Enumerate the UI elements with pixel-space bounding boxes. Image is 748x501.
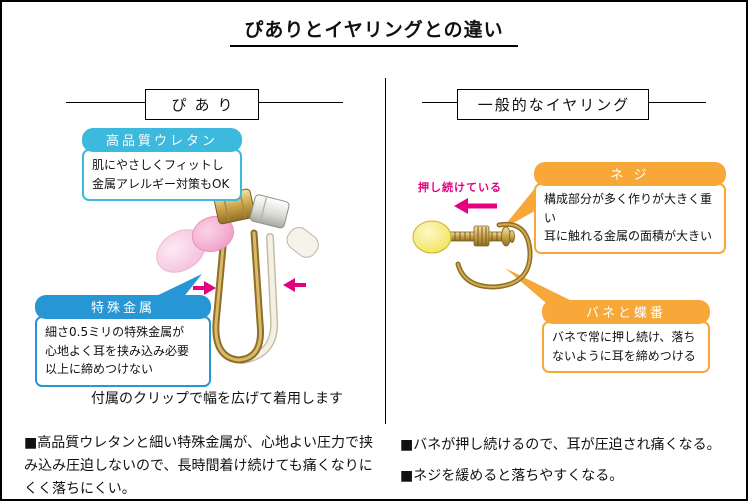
callout-screw-line1: 構成部分が多く作りが大きく重い	[544, 192, 713, 225]
right-summary-bullet-2: ■ネジを緩めると落ちやすくなる。	[400, 468, 624, 485]
right-summary-bullet-1: ■バネが押し続けるので、耳が圧迫され痛くなる。	[400, 437, 721, 453]
earring-illustration	[412, 198, 533, 290]
callout-urethane-title: 高品質ウレタン	[82, 128, 242, 152]
push-arrow-icon	[454, 198, 497, 214]
left-summary-bullet: ■高品質ウレタンと細い特殊金属が、心地よい圧力で挟み込み圧迫しないので、長時間着…	[24, 435, 373, 498]
clamp-arrow-left-icon	[193, 281, 216, 295]
callout-spring-body: バネで常に押し続け、落ち ないように耳を締めつける	[542, 321, 710, 374]
earring-hook	[455, 221, 533, 290]
piari-silver-cylinder	[249, 194, 290, 229]
callout-screw-tail	[501, 182, 540, 230]
callout-spring-line1: バネで常に押し続け、落ち	[552, 330, 696, 344]
earring-spring-coil	[473, 225, 490, 247]
page-title: ぴありとイヤリングとの違い	[2, 15, 746, 47]
callout-metal-body: 細さ0.5ミリの特殊金属が 心地よく耳を挟み込み必要 以上に締めつけない	[35, 316, 211, 387]
piari-clip-nub	[286, 227, 319, 258]
callout-metal-title: 特殊金属	[35, 295, 211, 319]
right-summary: ■バネが押し続けるので、耳が圧迫され痛くなる。 ■ネジを緩めると落ちやすくなる。	[400, 434, 742, 496]
callout-urethane: 高品質ウレタン 肌にやさしくフィットし 金属アレルギー対策もOK	[82, 128, 242, 202]
callout-screw-title: ネ ジ	[534, 162, 726, 186]
callout-spring-title: バネと蝶番	[542, 300, 710, 324]
column-divider	[385, 78, 386, 424]
clamp-arrow-right-icon	[283, 278, 306, 292]
left-summary: ■高品質ウレタンと細い特殊金属が、心地よい圧力で挟み込み圧迫しないので、長時間着…	[24, 432, 376, 499]
left-column-header: ぴあり	[145, 89, 259, 120]
push-label: 押し続けている	[418, 181, 502, 194]
piari-gold-wire	[212, 229, 265, 364]
callout-metal-line2: 心地よく耳を挟み込み必要	[45, 343, 190, 358]
right-column-header: 一般的なイヤリング	[457, 89, 649, 120]
left-caption: 付属のクリップで幅を広げて着用します	[91, 391, 343, 407]
callout-metal-line3: 以上に締めつけない	[45, 362, 154, 377]
callout-screw: ネ ジ 構成部分が多く作りが大きく重い 耳に触れる金属の面積が大きい	[534, 162, 726, 254]
piari-pad-pink	[191, 215, 235, 253]
callout-spring: バネと蝶番 バネで常に押し続け、落ち ないように耳を締めつける	[542, 300, 710, 374]
callout-metal: 特殊金属 細さ0.5ミリの特殊金属が 心地よく耳を挟み込み必要 以上に締めつけな…	[35, 295, 211, 387]
callout-spring-line2: ないように耳を締めつける	[552, 348, 696, 363]
callout-screw-body: 構成部分が多く作りが大きく重い 耳に触れる金属の面積が大きい	[534, 183, 726, 254]
callout-metal-line1: 細さ0.5ミリの特殊金属が	[45, 325, 185, 339]
callout-urethane-line2: 金属アレルギー対策もOK	[92, 176, 230, 191]
page-title-text: ぴありとイヤリングとの違い	[230, 15, 518, 47]
callout-screw-line2: 耳に触れる金属の面積が大きい	[544, 229, 713, 244]
callout-urethane-line1: 肌にやさしくフィットし	[92, 158, 224, 172]
earring-knob	[501, 226, 515, 247]
callout-metal-tail	[150, 274, 202, 299]
earring-pad-yellow	[412, 220, 452, 254]
callout-urethane-body: 肌にやさしくフィットし 金属アレルギー対策もOK	[82, 149, 242, 202]
